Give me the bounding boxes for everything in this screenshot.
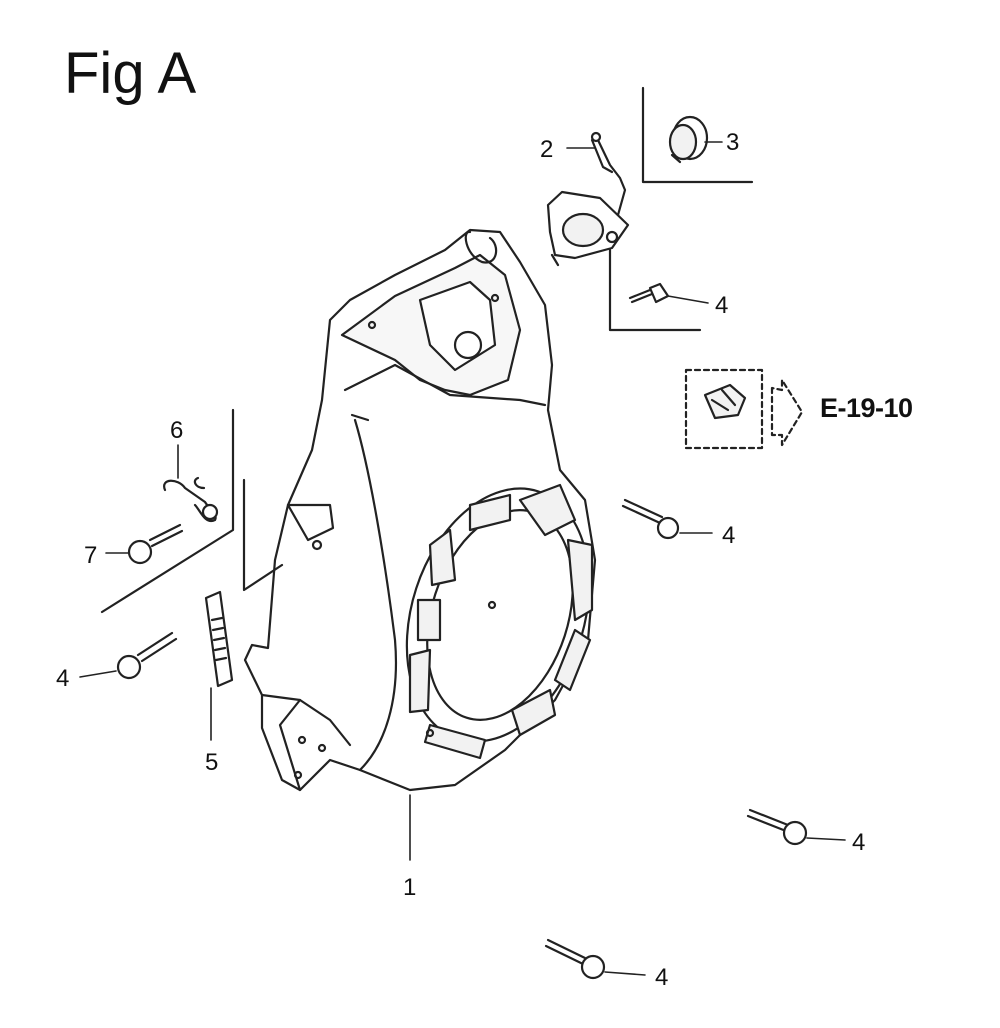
callout-7: 7 xyxy=(84,542,97,569)
fan-cover[interactable] xyxy=(243,228,620,792)
figure-title: Fig A xyxy=(64,41,197,106)
reference-box[interactable] xyxy=(684,368,804,450)
plate-clip[interactable] xyxy=(204,590,234,688)
callout-4: 4 xyxy=(715,292,728,319)
leader-lines xyxy=(79,141,846,976)
bracket-line xyxy=(100,408,235,614)
callout-4: 4 xyxy=(852,829,865,856)
flange-bolt[interactable] xyxy=(621,498,680,540)
flange-bolt[interactable] xyxy=(116,631,178,680)
wire-lead[interactable] xyxy=(590,131,627,217)
flange-bolt[interactable] xyxy=(544,938,606,980)
callout-6: 6 xyxy=(170,417,183,444)
callout-2: 2 xyxy=(540,136,553,163)
callout-1: 1 xyxy=(403,874,416,901)
callout-5: 5 xyxy=(205,749,218,776)
cap[interactable] xyxy=(668,115,709,164)
callout-4: 4 xyxy=(56,665,69,692)
switch-body[interactable] xyxy=(546,190,630,267)
bracket-line xyxy=(641,86,754,184)
bracket-line xyxy=(608,248,702,332)
callout-numbers: 1 2 3 4 4 4 4 4 5 6 7 xyxy=(56,129,865,991)
reference-label[interactable]: E-19-10 xyxy=(820,393,913,423)
flange-bolt-small[interactable] xyxy=(127,523,184,565)
wire-clip[interactable] xyxy=(163,476,219,523)
callout-4: 4 xyxy=(722,522,735,549)
flange-bolt[interactable] xyxy=(628,282,670,304)
callout-3: 3 xyxy=(726,129,739,156)
bracket-line xyxy=(242,478,284,592)
callout-4: 4 xyxy=(655,964,668,991)
flange-bolt[interactable] xyxy=(746,808,808,846)
